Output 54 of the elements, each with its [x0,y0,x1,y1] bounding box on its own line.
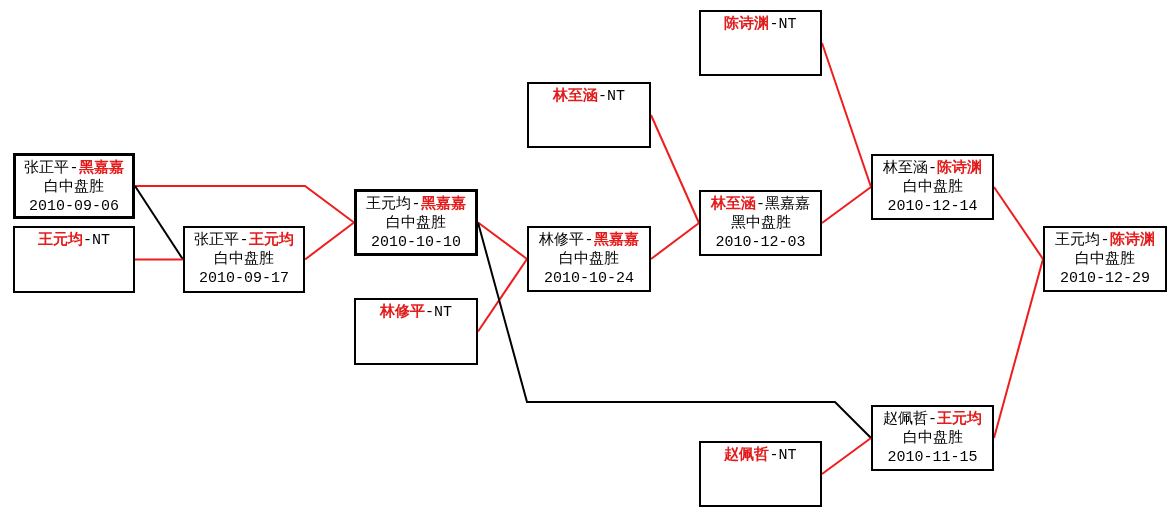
player-names: 林至涵-NT [553,87,625,106]
game-date: 2010-12-29 [1060,269,1150,288]
game-result: 白中盘胜 [1075,250,1135,269]
bracket-line [650,114,700,224]
player-names: 赵佩哲-王元均 [883,410,982,429]
bracket-line [821,437,872,475]
bracket-line [134,258,184,261]
bracket-box [354,298,478,365]
player-names: 林修平-黑嘉嘉 [539,231,639,250]
game-result: 白中盘胜 [559,250,619,269]
game-date: 2010-09-06 [29,197,119,216]
player-names: 林修平-NT [380,303,452,322]
game-result: 白中盘胜 [214,250,274,269]
bracket-box [354,189,478,256]
bracket-line [650,222,700,260]
game-result: 白中盘胜 [902,429,963,448]
bracket-box [871,154,994,220]
bracket-line [134,185,355,224]
game-date: 2010-12-14 [887,197,978,216]
game-date: 2010-09-17 [199,269,289,288]
player-names: 张正平-王元均 [194,231,294,250]
bracket-box [183,226,305,293]
bracket-line [821,186,872,224]
player-names: 林至涵-陈诗渊 [883,159,982,178]
bracket-box [871,405,994,471]
bracket-line [134,185,184,261]
game-result: 白中盘胜 [386,214,446,233]
player-names: 王元均-NT [38,231,110,250]
player-names: 林至涵-黑嘉嘉 [711,195,810,214]
player-names: 王元均-黑嘉嘉 [366,195,466,214]
player-names: 王元均-陈诗渊 [1055,231,1155,250]
bracket-line [304,221,355,261]
game-result: 白中盘胜 [902,178,963,197]
game-date: 2010-12-03 [715,233,806,252]
player-names: 张正平-黑嘉嘉 [24,159,124,178]
game-date: 2010-10-10 [371,233,461,252]
bracket-box [699,190,822,256]
bracket-line [477,258,528,333]
bracket-box [699,10,822,76]
game-date: 2010-11-15 [887,448,978,467]
bracket-box [699,441,822,507]
game-result: 黑中盘胜 [730,214,791,233]
player-names: 陈诗渊-NT [724,15,797,34]
bracket-line [477,221,872,439]
bracket-box [527,82,651,148]
bracket-box [13,226,135,293]
game-result: 白中盘胜 [44,178,104,197]
bracket-box [1043,226,1167,292]
game-date: 2010-10-24 [544,269,634,288]
bracket-line [477,221,528,260]
bracket-line [993,186,1044,260]
player-names: 赵佩哲-NT [724,446,797,465]
bracket-box [13,153,135,219]
bracket-box [527,226,651,292]
